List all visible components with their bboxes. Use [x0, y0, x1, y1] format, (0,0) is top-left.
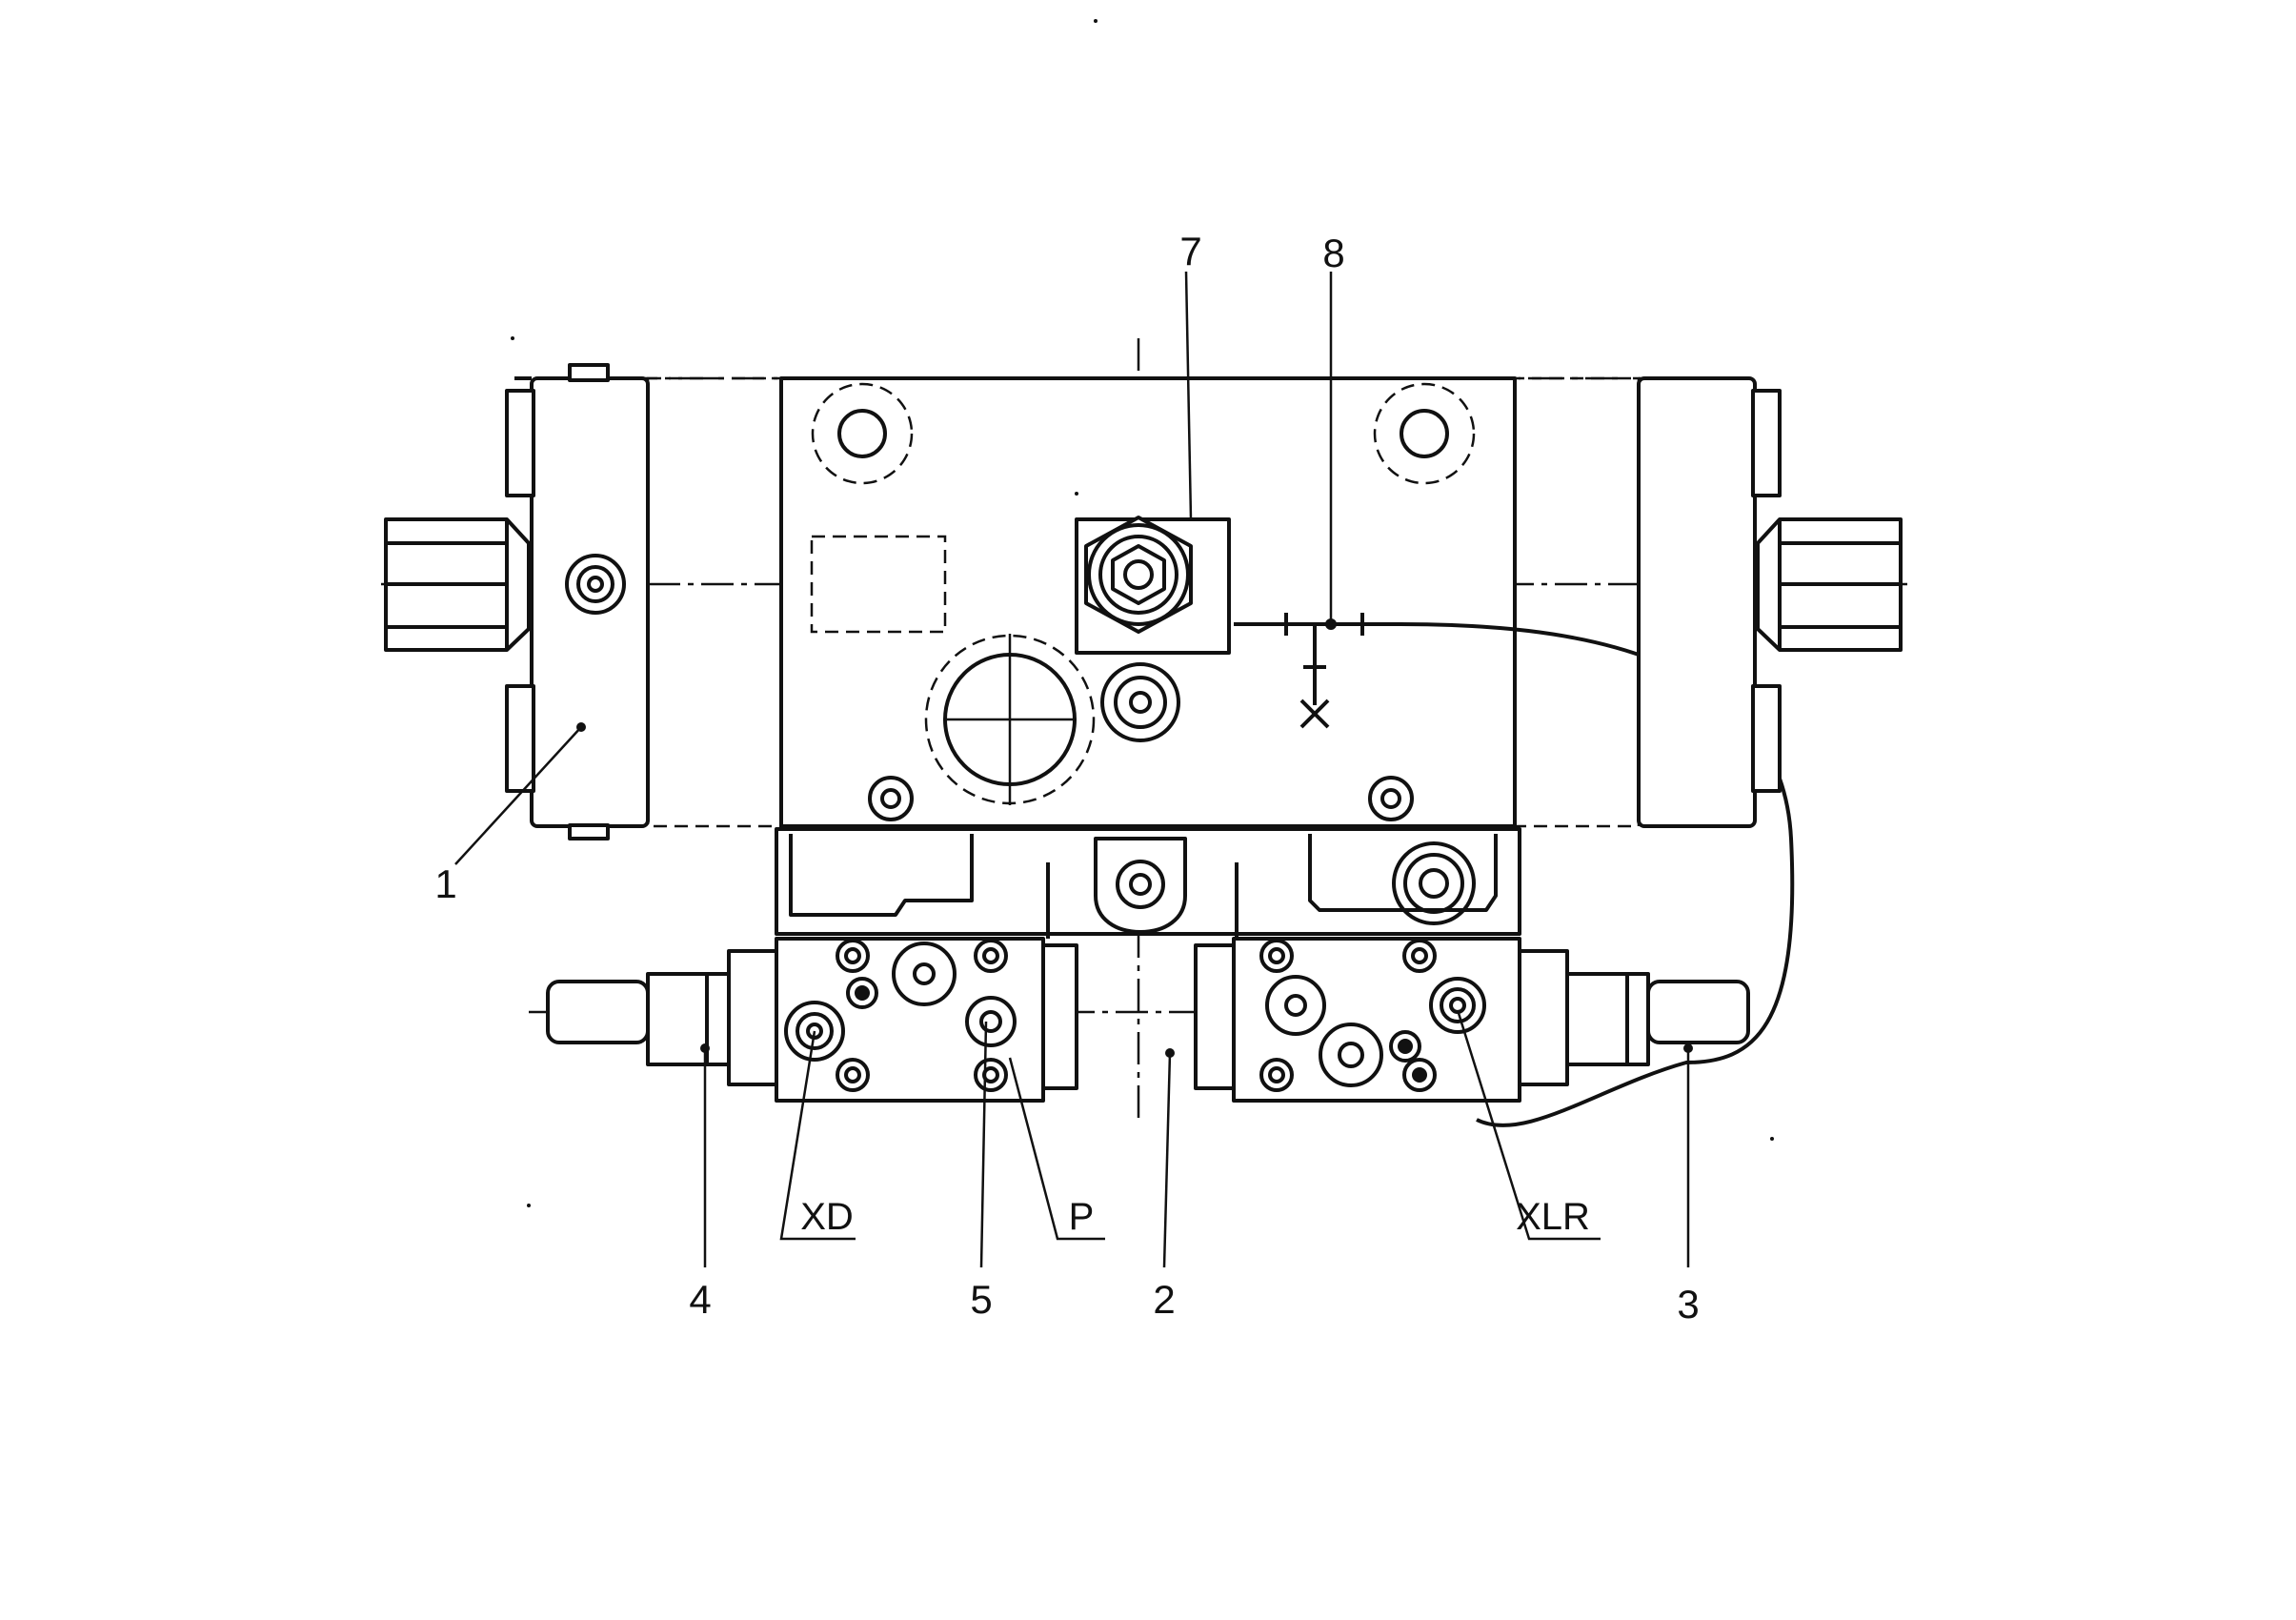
- port-label-p: P: [1069, 1196, 1095, 1238]
- lower-manifold: [775, 827, 1521, 939]
- callout-5: 5: [970, 1277, 992, 1322]
- callout-4: 4: [689, 1277, 711, 1322]
- callout-3: 3: [1677, 1282, 1699, 1326]
- left-end-cap: [384, 363, 650, 840]
- right-end-cap: [1637, 376, 1903, 828]
- callout-labels: 1 2 3 4 5 7 8: [434, 229, 1699, 1326]
- port-labels: XD P XLR: [800, 1196, 1590, 1238]
- measuring-fitting: [1234, 613, 1795, 1127]
- callout-8: 8: [1322, 231, 1344, 275]
- callout-1: 1: [434, 861, 456, 906]
- scan-specks: [511, 19, 1774, 1207]
- leader-lines: [454, 271, 1693, 1268]
- port-label-xd: XD: [800, 1196, 854, 1238]
- regulator-valve: [1075, 516, 1231, 655]
- port-label-xlr: XLR: [1516, 1196, 1590, 1238]
- right-valve-block: [1194, 937, 1750, 1103]
- left-valve-block: [546, 937, 1078, 1103]
- callout-7: 7: [1179, 229, 1201, 273]
- callout-2: 2: [1153, 1277, 1175, 1322]
